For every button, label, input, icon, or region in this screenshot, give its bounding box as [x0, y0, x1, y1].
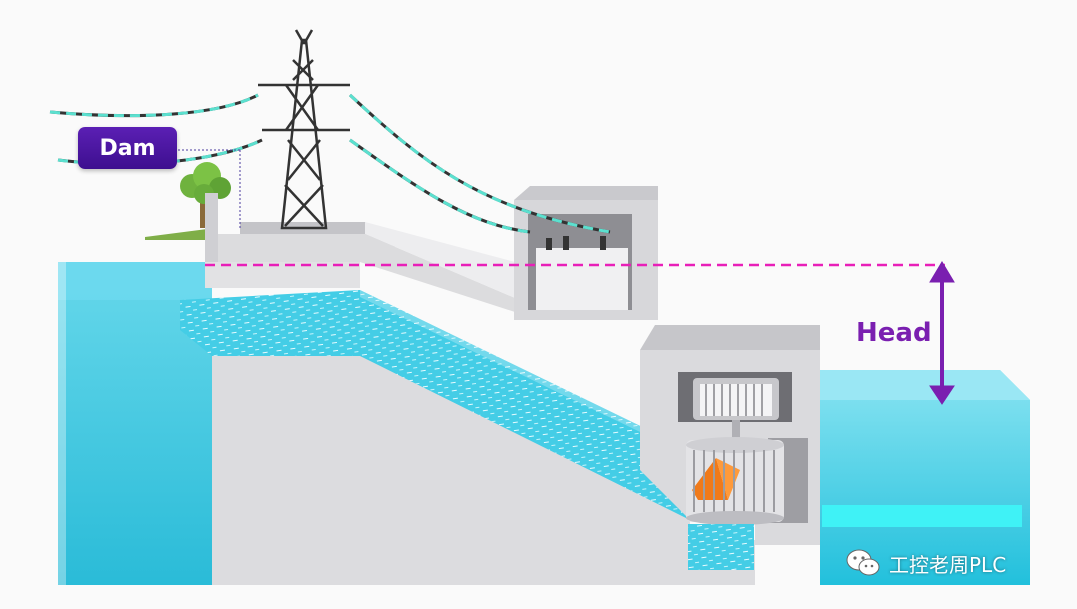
wechat-icon: [846, 549, 880, 576]
transformer-house: [514, 186, 658, 320]
transmission-tower-icon: [258, 29, 350, 230]
dam-label: Dam: [78, 127, 177, 169]
grass-bank: [145, 228, 215, 240]
watermark-text: 工控老周PLC: [889, 552, 1007, 577]
turbine-icon: [686, 437, 784, 525]
reservoir: [58, 262, 212, 585]
head-arrow-icon: [929, 261, 955, 405]
dam-structure: [205, 193, 755, 585]
discharge-water: [688, 524, 754, 570]
tailwater: [820, 370, 1030, 585]
generator-icon: [693, 378, 779, 442]
penstock: [180, 290, 690, 520]
dam-leader-line: [178, 149, 241, 228]
watermark: 工控老周PLC: [845, 546, 1006, 580]
head-label: Head: [856, 318, 932, 348]
